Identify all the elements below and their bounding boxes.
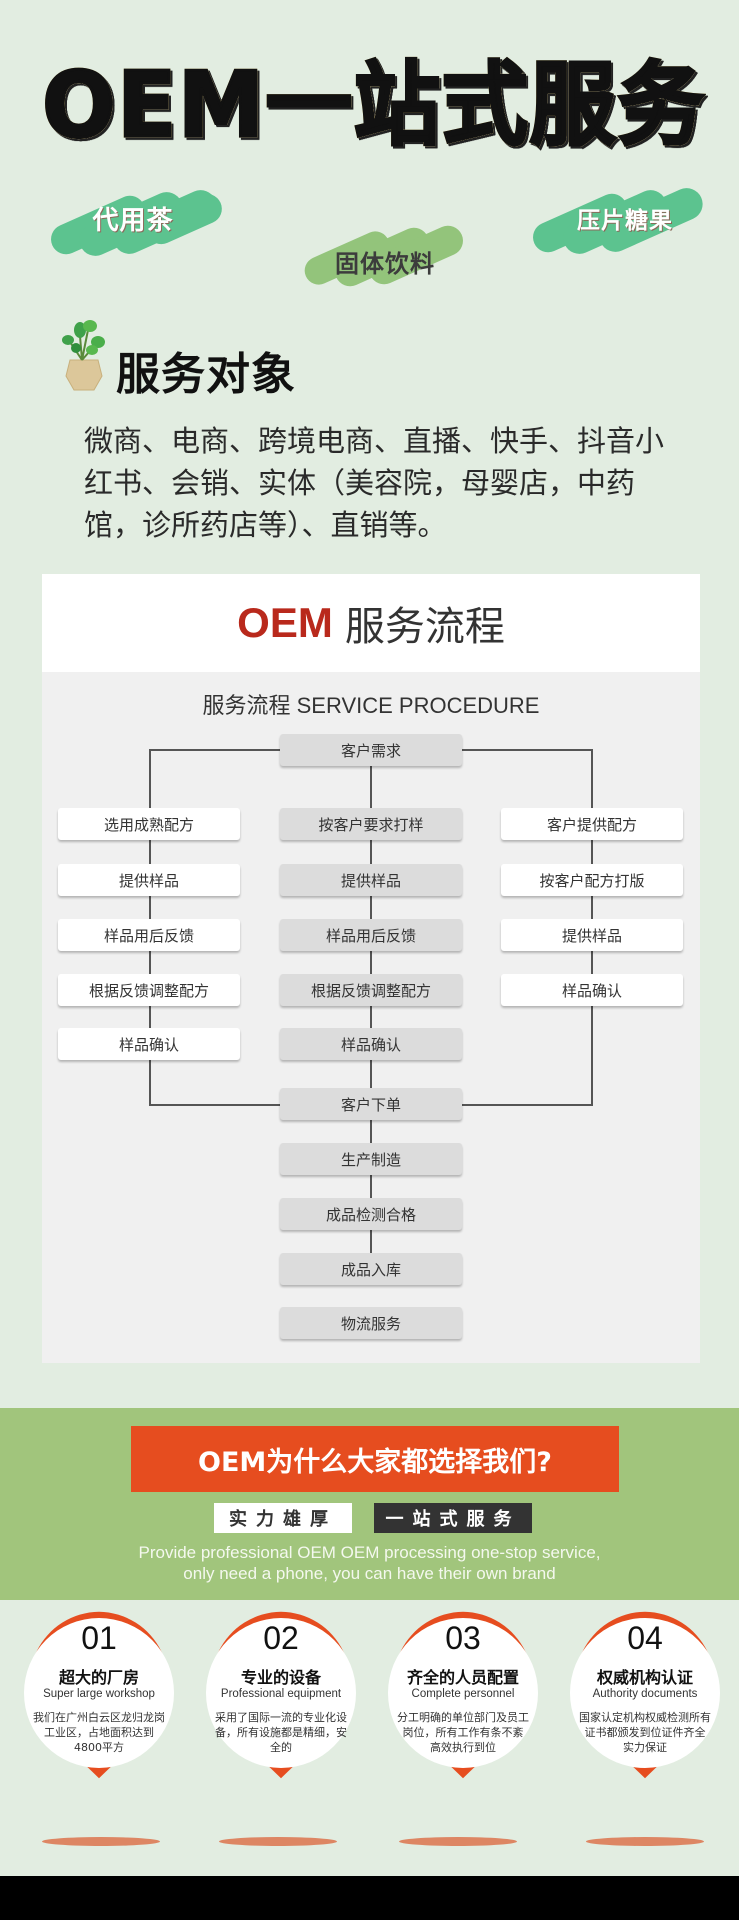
- why-us-title: OEM为什么大家都选择我们?: [131, 1426, 619, 1492]
- feature-description: 国家认定机构权威检测所有证书都颁发到位证件齐全 实力保证: [579, 1711, 711, 1754]
- flow-step-left: 选用成熟配方: [58, 808, 240, 840]
- chip-strong-strength: 实力雄厚: [214, 1503, 352, 1533]
- pin-circle: [570, 1618, 720, 1768]
- flow-step-right: 提供样品: [501, 919, 683, 951]
- flow-step-right: 按客户配方打版: [501, 864, 683, 896]
- pin-shadow: [219, 1837, 337, 1846]
- feature-description: 分工明确的单位部门及员工岗位，所有工作有条不紊 高效执行到位: [397, 1711, 529, 1754]
- feature-title: 专业的设备: [240, 1668, 321, 1687]
- bottom-black-bar: [0, 1876, 739, 1920]
- flow-step-center: 按客户要求打样: [280, 808, 462, 840]
- feature-english: Authority documents: [592, 1688, 698, 1700]
- feature-number: 02: [263, 1620, 299, 1656]
- feature-english: Complete personnel: [411, 1688, 515, 1700]
- flow-step-order: 客户下单: [280, 1088, 462, 1120]
- flow-subtitle: 服务流程 SERVICE PROCEDURE: [202, 693, 540, 718]
- tag-label: 固体饮料: [335, 249, 435, 278]
- flow-header: OEM 服务流程: [42, 574, 700, 672]
- potted-plant-icon: [52, 316, 116, 394]
- pin-circle: [24, 1618, 174, 1768]
- tag-solid-drink: 固体饮料: [300, 220, 472, 292]
- tag-herbal-tea: 代用茶: [46, 185, 228, 261]
- flow-step-manufacture: 生产制造: [280, 1143, 462, 1175]
- flow-step-left: 提供样品: [58, 864, 240, 896]
- why-us-english-line1: Provide professional OEM OEM processing …: [138, 1543, 601, 1562]
- why-us-english-line2: only need a phone, you can have their ow…: [183, 1564, 556, 1583]
- tag-label: 压片糖果: [577, 208, 673, 234]
- service-procedure-diagram: OEM 服务流程 服务流程 SERVICE PROCEDURE 客户需求 选用成…: [42, 574, 700, 1363]
- feature-english: Super large workshop: [43, 1688, 155, 1700]
- flow-step-center: 提供样品: [280, 864, 462, 896]
- feature-english: Professional equipment: [220, 1688, 342, 1700]
- tag-pressed-candy: 压片糖果: [528, 183, 710, 259]
- flow-step-warehouse: 成品入库: [280, 1253, 462, 1285]
- flow-title-oem: OEM: [237, 599, 333, 646]
- tag-label: 代用茶: [92, 205, 174, 236]
- pin-shadow: [42, 1837, 160, 1846]
- flow-step-start: 客户需求: [280, 734, 462, 766]
- feature-pin-personnel: 03 齐全的人员配置 Complete personnel 分工明确的单位部门及…: [378, 1610, 548, 1810]
- flow-step-left: 样品确认: [58, 1028, 240, 1060]
- feature-title: 齐全的人员配置: [406, 1668, 519, 1687]
- feature-pin-workshop: 01 超大的厂房 Super large workshop 我们在广州白云区龙归…: [14, 1610, 184, 1810]
- feature-number: 03: [445, 1620, 481, 1656]
- why-us-english: Provide professional OEM OEM processing …: [0, 1542, 739, 1584]
- hero-title-text: OEM一站式服务: [41, 30, 705, 161]
- feature-pin-equipment: 02 专业的设备 Professional equipment 采用了国际一流的…: [196, 1610, 366, 1810]
- flow-step-right: 客户提供配方: [501, 808, 683, 840]
- pin-shadow: [586, 1837, 704, 1846]
- flow-step-center: 样品确认: [280, 1028, 462, 1060]
- pin-shadow: [399, 1837, 517, 1846]
- feature-description: 我们在广州白云区龙归龙岗工业区，占地面积达到4800平方: [33, 1711, 165, 1754]
- connector-center-vertical: [370, 749, 372, 1279]
- pin-circle: [206, 1618, 356, 1768]
- chip-one-stop-service: 一站式服务: [374, 1503, 532, 1533]
- feature-description: 采用了国际一流的专业化设备，所有设施都是精细，安全的: [215, 1711, 347, 1754]
- pin-circle: [388, 1618, 538, 1768]
- feature-title: 权威机构认证: [596, 1668, 693, 1687]
- service-targets-heading: 服务对象: [116, 349, 296, 400]
- flow-step-center: 样品用后反馈: [280, 919, 462, 951]
- flow-step-center: 根据反馈调整配方: [280, 974, 462, 1006]
- flow-step-right: 样品确认: [501, 974, 683, 1006]
- service-targets-text: 微商、电商、跨境电商、直播、快手、抖音小红书、会销、实体（美容院，母婴店，中药馆…: [84, 424, 665, 542]
- feature-number: 04: [627, 1620, 663, 1656]
- hero-title: OEM一站式服务: [41, 46, 705, 159]
- flow-step-left: 样品用后反馈: [58, 919, 240, 951]
- flow-step-left: 根据反馈调整配方: [58, 974, 240, 1006]
- flow-title-cn: 服务流程: [344, 604, 505, 650]
- flow-step-logistics: 物流服务: [280, 1307, 462, 1339]
- feature-title: 超大的厂房: [58, 1668, 139, 1687]
- feature-number: 01: [81, 1620, 117, 1656]
- feature-pin-authority: 04 权威机构认证 Authority documents 国家认定机构权威检测…: [560, 1610, 730, 1810]
- flow-step-inspection: 成品检测合格: [280, 1198, 462, 1230]
